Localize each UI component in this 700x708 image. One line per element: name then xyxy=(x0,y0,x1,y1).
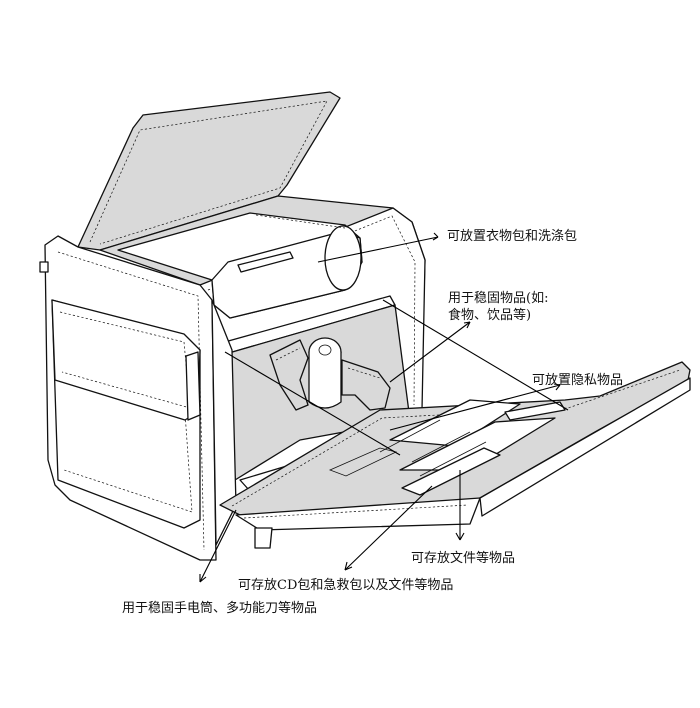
label-flashlight: 用于稳固手电筒、多功能刀等物品 xyxy=(122,600,317,616)
leader-private-b xyxy=(224,351,401,456)
leader-food xyxy=(389,321,471,383)
bottle-with-strap xyxy=(269,337,391,411)
label-documents: 可存放文件等物品 xyxy=(411,550,515,566)
leader-private-a xyxy=(382,299,569,411)
left-side-panel xyxy=(39,235,237,561)
leader-clothes xyxy=(317,236,439,263)
leader-lines xyxy=(199,232,569,583)
label-food-line2: 食物、饮品等) xyxy=(448,307,531,323)
leader-private-c xyxy=(389,384,561,431)
callout-labels: 可放置衣物包和洗涤包 用于稳固物品(如: 食物、饮品等) 可放置隐私物品 可存放… xyxy=(122,228,623,616)
leader-flashlight xyxy=(199,509,237,583)
clothes-bag xyxy=(117,212,363,319)
label-food-line1: 用于稳固物品(如: xyxy=(448,290,548,306)
document-pockets xyxy=(328,399,566,496)
label-cd-kit: 可存放CD包和急救包以及文件等物品 xyxy=(238,577,453,593)
label-private: 可放置隐私物品 xyxy=(532,373,623,388)
label-clothes: 可放置衣物包和洗涤包 xyxy=(447,228,577,244)
leader-cd xyxy=(344,485,433,571)
